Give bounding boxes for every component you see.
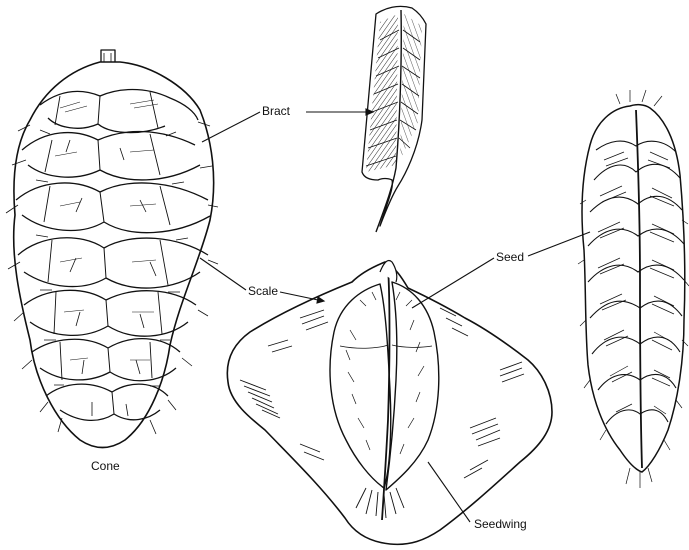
cone-illustration <box>6 50 218 448</box>
scale-leader-to-cone <box>200 258 246 290</box>
bract-label: Bract <box>262 104 290 118</box>
seed-label: Seed <box>496 250 524 264</box>
seed-leader-to-section <box>528 232 590 256</box>
scale-leader-to-scale <box>280 292 318 300</box>
bract-leader-to-cone <box>202 112 260 142</box>
seed-leader-to-scale <box>412 258 494 308</box>
scale-label: Scale <box>248 284 278 298</box>
section-illustration <box>578 90 689 488</box>
bract-illustration <box>362 6 426 232</box>
cone-label: Cone <box>91 459 120 473</box>
seedwing-label: Seedwing <box>474 517 527 531</box>
scale-illustration <box>227 260 552 544</box>
